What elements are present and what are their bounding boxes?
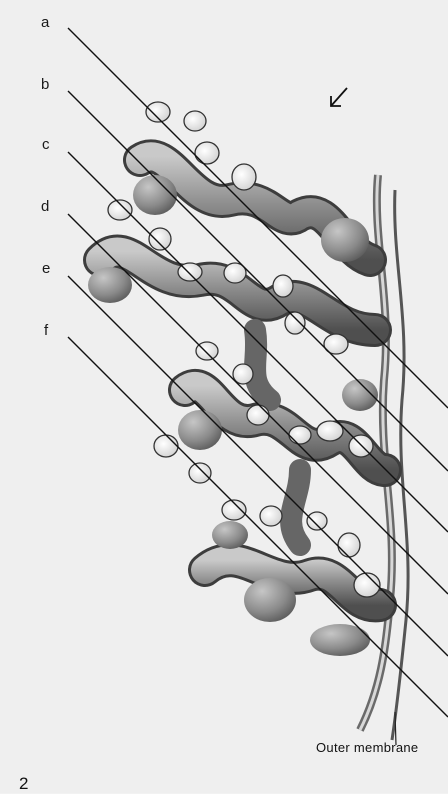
- section-label-f: f: [44, 322, 48, 339]
- section-label-e: e: [42, 260, 50, 277]
- tubule-network: [88, 156, 385, 656]
- arrow-icon: [331, 88, 347, 106]
- figure-number: 2: [19, 774, 28, 794]
- section-label-a: a: [41, 14, 49, 31]
- outer-membrane-label: Outer membrane: [316, 740, 418, 755]
- section-label-d: d: [41, 198, 49, 215]
- section-line-d: [68, 214, 448, 594]
- section-label-c: c: [42, 136, 50, 153]
- section-label-b: b: [41, 76, 49, 93]
